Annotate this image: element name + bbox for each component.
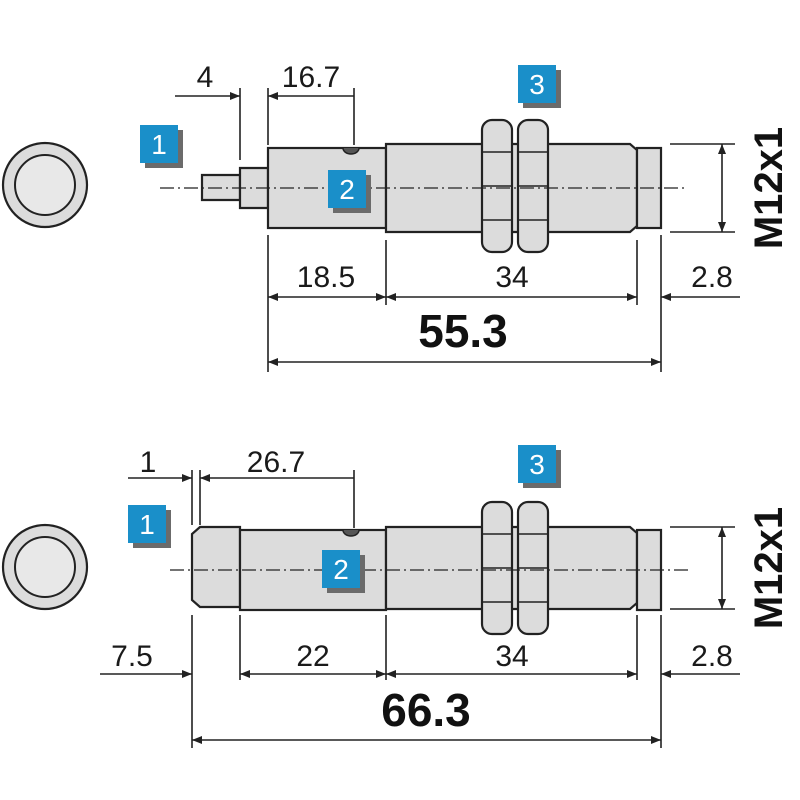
bottom-sensor-body [170, 500, 690, 636]
top-dim-18-5: 18.5 [297, 261, 355, 294]
top-dimensions: 4 16.7 18.5 34 2.8 55.3 M12x1 [175, 61, 791, 372]
top-thread-label: M12x1 [747, 127, 791, 249]
bottom-dim-34: 34 [495, 640, 528, 673]
bottom-thread-label: M12x1 [747, 507, 791, 629]
bottom-dim-1: 1 [140, 446, 157, 479]
top-sensor-body [160, 118, 685, 254]
svg-text:3: 3 [529, 69, 545, 100]
top-nut-1 [480, 118, 514, 254]
svg-text:1: 1 [139, 509, 155, 540]
bottom-dim-2-8: 2.8 [691, 640, 733, 673]
top-badge-2: 2 [328, 170, 371, 213]
bottom-drawing: 1 26.7 7.5 22 34 2.8 66.3 M12x1 [1, 445, 791, 748]
bottom-badge-3: 3 [518, 445, 561, 488]
top-dim-total: 55.3 [418, 305, 508, 357]
bottom-dimensions: 1 26.7 7.5 22 34 2.8 66.3 M12x1 [100, 446, 791, 748]
bottom-dim-total: 66.3 [381, 684, 471, 736]
bottom-nut-2 [516, 500, 550, 636]
top-nut-2 [516, 118, 550, 254]
svg-text:3: 3 [529, 449, 545, 480]
top-badge-1: 1 [140, 125, 183, 168]
top-dim-16-7: 16.7 [282, 61, 340, 94]
bottom-badge-2: 2 [322, 550, 365, 593]
top-dim-4: 4 [197, 61, 214, 94]
top-end-view [1, 141, 89, 229]
bottom-end-view [1, 523, 89, 611]
bottom-dim-22: 22 [296, 640, 329, 673]
svg-text:2: 2 [333, 554, 349, 585]
svg-text:1: 1 [151, 129, 167, 160]
top-dim-34: 34 [495, 261, 528, 294]
top-badge-3: 3 [518, 65, 561, 108]
bottom-nut-1 [480, 500, 514, 636]
top-drawing: 4 16.7 18.5 34 2.8 55.3 M12x1 1 [1, 61, 791, 372]
bottom-badge-1: 1 [128, 505, 171, 548]
bottom-dim-7-5: 7.5 [111, 640, 153, 673]
top-dim-2-8: 2.8 [691, 261, 733, 294]
svg-text:2: 2 [339, 174, 355, 205]
bottom-dim-26-7: 26.7 [247, 446, 305, 479]
